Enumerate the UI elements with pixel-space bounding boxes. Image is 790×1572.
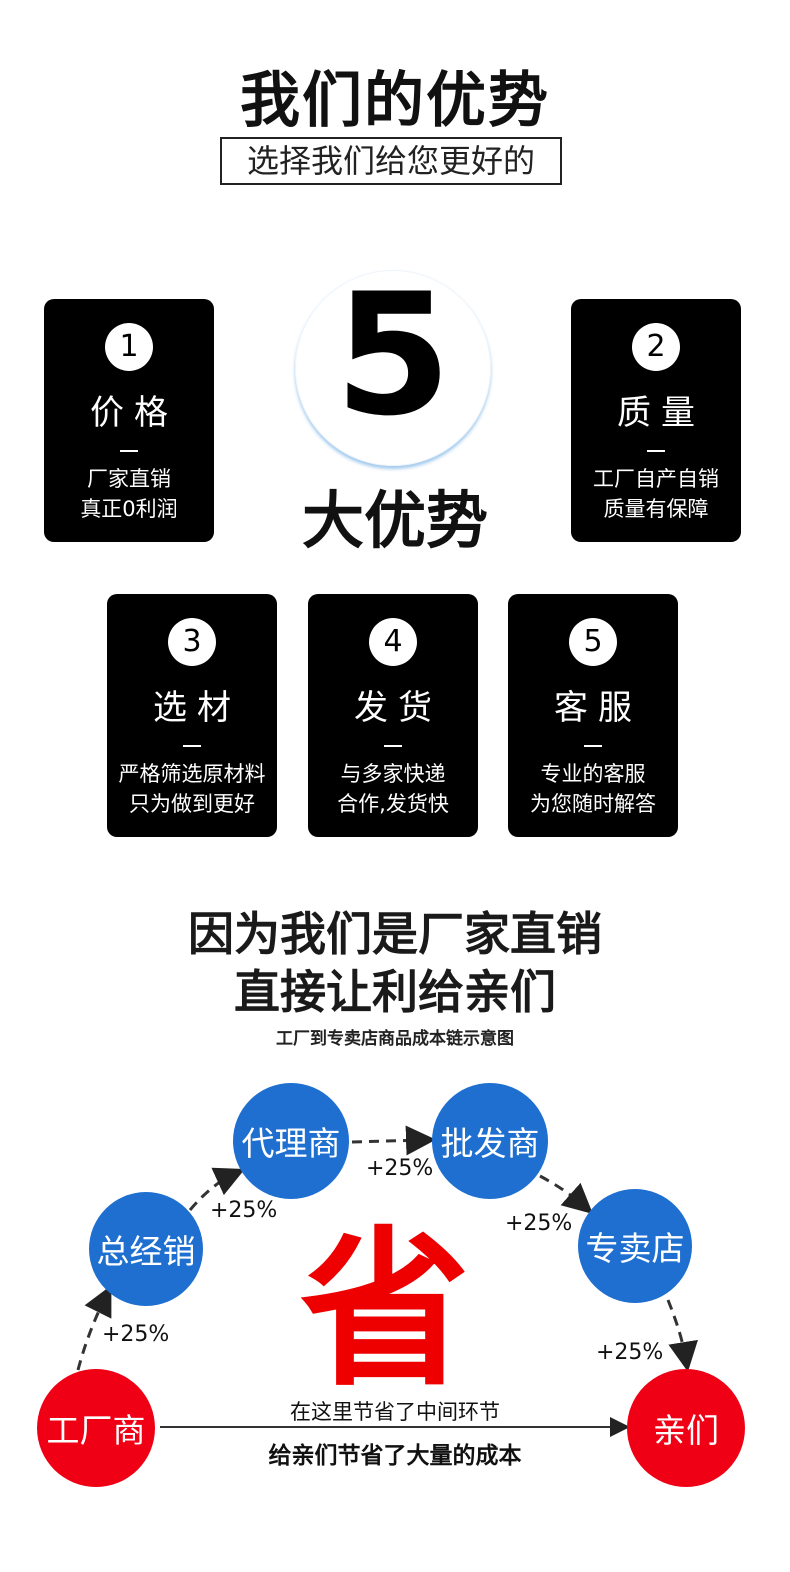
arrow-agent-to-wholesaler xyxy=(351,1125,436,1156)
markup-label: +25% xyxy=(505,1211,573,1236)
node-wholesaler: 批发商 xyxy=(432,1083,548,1199)
card-number-badge: 5 xyxy=(569,618,617,666)
card-title: 客服 xyxy=(554,688,642,728)
section-heading-line-1: 因为我们是厂家直销 xyxy=(188,907,602,961)
section-heading-line-2: 直接让利给亲们 xyxy=(234,965,556,1019)
advantage-card-quality: 2 质量 工厂自产自销 质量有保障 xyxy=(571,299,741,542)
chain-arrows xyxy=(76,1125,698,1437)
save-character: 省 xyxy=(300,1212,471,1410)
page-subtitle: 选择我们给您更好的 xyxy=(220,137,562,185)
arrow-distributor-to-agent xyxy=(188,1167,245,1211)
page-title: 我们的优势 xyxy=(240,66,550,136)
card-title: 价格 xyxy=(90,393,178,433)
advantage-card-price: 1 价格 厂家直销 真正0利润 xyxy=(44,299,214,542)
card-title: 发货 xyxy=(354,688,442,728)
arrow-wholesaler-to-store xyxy=(539,1174,593,1214)
card-title: 选材 xyxy=(153,688,241,728)
advantage-card-material: 3 选材 严格筛选原材料 只为做到更好 xyxy=(107,594,277,837)
card-number-badge: 4 xyxy=(369,618,417,666)
card-line-2: 真正0利润 xyxy=(80,497,178,521)
big-advantage-label: 大优势 xyxy=(301,484,488,557)
node-customer: 亲们 xyxy=(627,1369,745,1487)
markup-label: +25% xyxy=(596,1340,664,1365)
card-line-2: 为您随时解答 xyxy=(530,792,656,816)
card-line-2: 质量有保障 xyxy=(603,497,709,521)
big-number-five: 5 xyxy=(295,270,491,466)
card-divider xyxy=(647,450,665,452)
markup-label: +25% xyxy=(210,1198,278,1223)
card-number-badge: 1 xyxy=(105,323,153,371)
card-divider xyxy=(183,745,201,747)
node-factory: 工厂商 xyxy=(37,1369,155,1487)
card-divider xyxy=(120,450,138,452)
card-line-2: 合作,发货快 xyxy=(337,792,449,816)
card-number-badge: 3 xyxy=(168,618,216,666)
node-distributor: 总经销 xyxy=(89,1192,203,1306)
markup-label: +25% xyxy=(102,1322,170,1347)
chain-caption: 工厂到专卖店商品成本链示意图 xyxy=(276,1029,514,1049)
card-title: 质量 xyxy=(617,393,705,433)
card-line-1: 工厂自产自销 xyxy=(593,467,719,491)
card-divider xyxy=(584,745,602,747)
middle-text-line-1: 在这里节省了中间环节 xyxy=(290,1400,500,1424)
card-line-1: 厂家直销 xyxy=(87,467,171,491)
card-number-badge: 2 xyxy=(632,323,680,371)
card-line-2: 只为做到更好 xyxy=(129,792,255,816)
arrow-factory-to-distributor xyxy=(76,1285,112,1371)
card-line-1: 专业的客服 xyxy=(540,762,646,786)
node-store: 专卖店 xyxy=(578,1189,692,1303)
card-line-1: 与多家快递 xyxy=(340,762,446,786)
advantage-card-service: 5 客服 专业的客服 为您随时解答 xyxy=(508,594,678,837)
arrow-store-to-customer xyxy=(666,1299,698,1372)
advantage-card-shipping: 4 发货 与多家快递 合作,发货快 xyxy=(308,594,478,837)
middle-text-line-2: 给亲们节省了大量的成本 xyxy=(268,1443,522,1469)
markup-label: +25% xyxy=(366,1156,434,1181)
node-agent: 代理商 xyxy=(233,1083,349,1199)
card-line-1: 严格筛选原材料 xyxy=(118,762,266,786)
card-divider xyxy=(384,745,402,747)
